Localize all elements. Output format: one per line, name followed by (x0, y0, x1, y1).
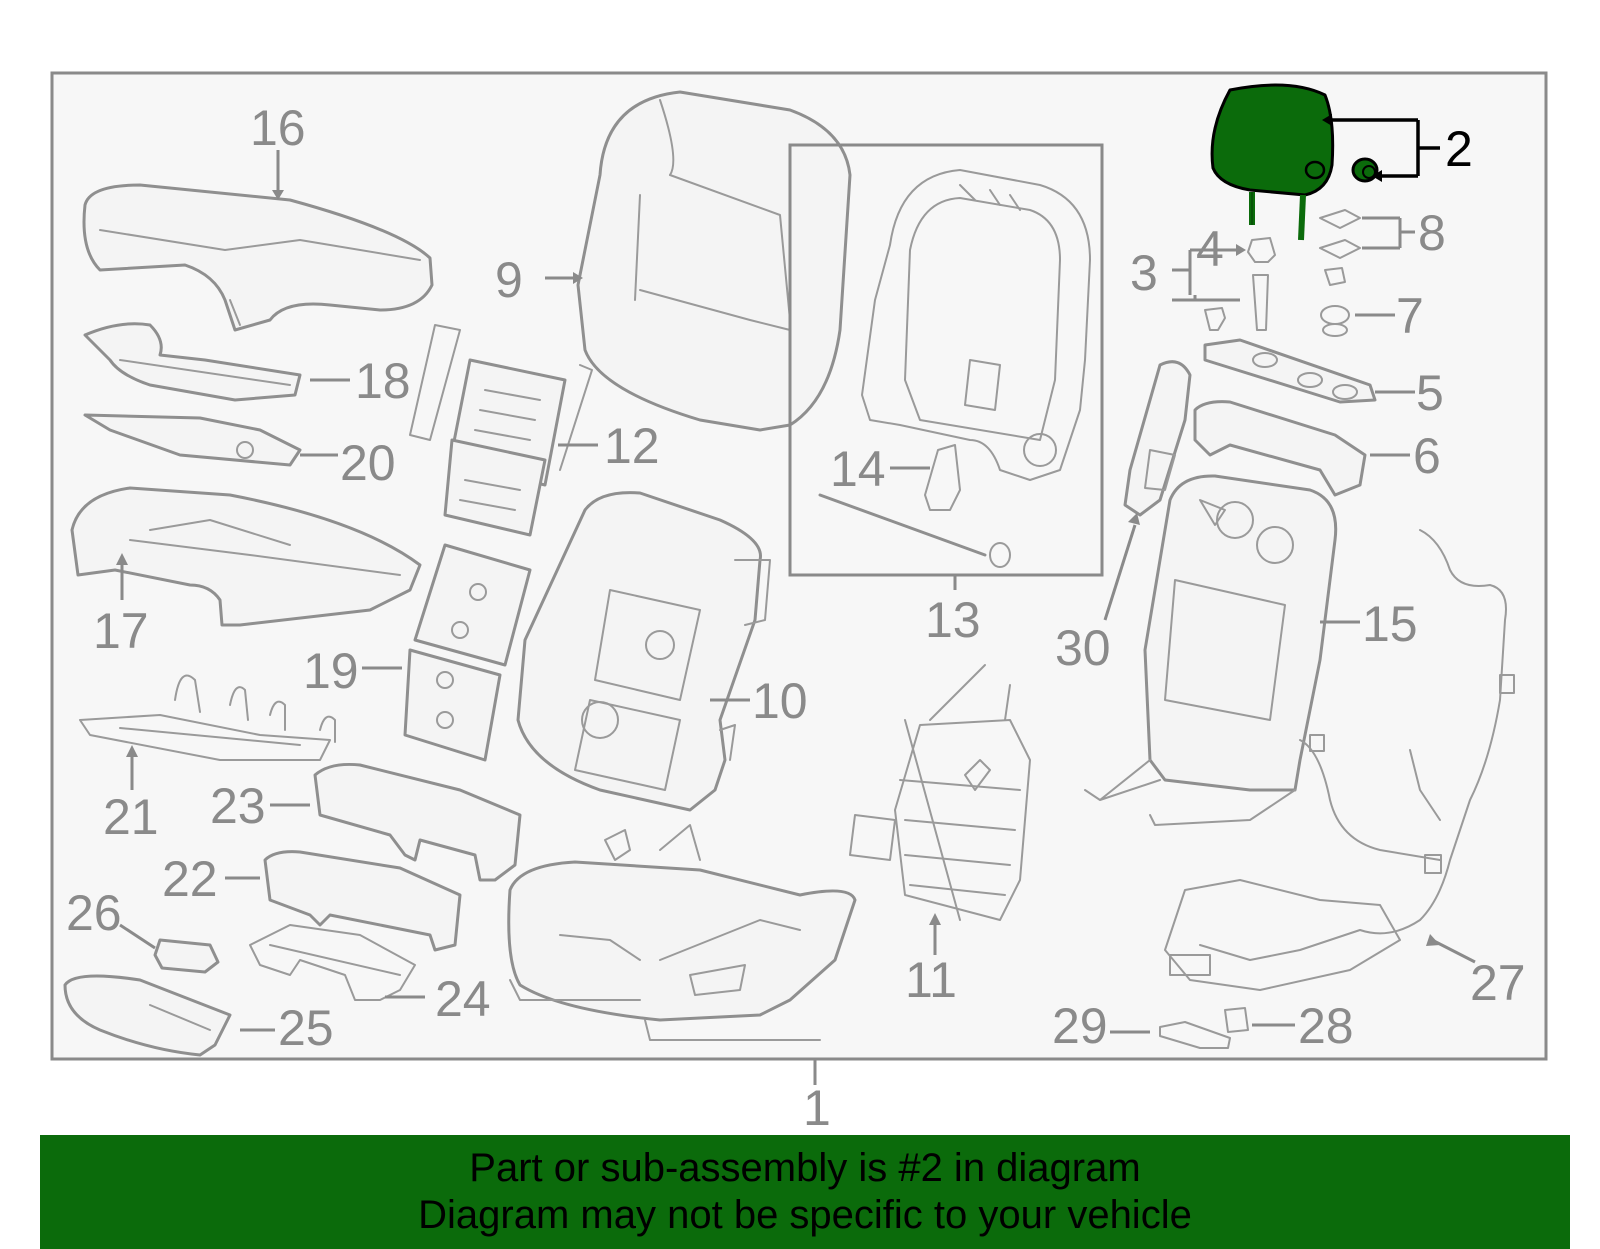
part-25-side-trim[interactable] (63, 974, 232, 1057)
part-19-pad[interactable] (403, 543, 532, 762)
seat-cushion-assembly[interactable] (507, 824, 857, 1041)
part-17-cushion-frame[interactable] (70, 486, 422, 627)
part-28-connector[interactable] (1224, 1007, 1249, 1033)
part-2-headrest-button[interactable] (1351, 157, 1379, 183)
callout-29: 29 (1052, 998, 1108, 1054)
callout-22: 22 (162, 851, 218, 907)
part-29-clip[interactable] (1159, 1021, 1231, 1049)
part-27-wiring-harness[interactable] (1164, 529, 1515, 991)
part-24-bracket[interactable] (249, 924, 416, 1001)
callout-25: 25 (278, 1000, 334, 1056)
part-3-guide-assembly[interactable] (1204, 274, 1269, 331)
callout-30: 30 (1055, 620, 1111, 676)
callout-18: 18 (355, 353, 411, 409)
callout-6: 6 (1413, 428, 1441, 484)
banner-line-1: Part or sub-assembly is #2 in diagram (469, 1146, 1141, 1190)
callout-3: 3 (1130, 245, 1158, 301)
callout-11: 11 (905, 952, 957, 1008)
callout-21: 21 (103, 789, 159, 845)
part-16-cushion-cover[interactable] (82, 183, 434, 332)
callout-26: 26 (66, 885, 122, 941)
part-14-actuator[interactable] (924, 444, 961, 511)
callout-27: 27 (1470, 955, 1526, 1011)
part-20-pad[interactable] (83, 413, 302, 467)
callout-12: 12 (604, 418, 660, 474)
callout-2: 2 (1445, 121, 1473, 177)
part-10-seatback-panel[interactable] (516, 491, 771, 812)
part-5-bezel[interactable] (1203, 338, 1377, 404)
part-7-bushing[interactable] (1320, 267, 1350, 337)
callout-16: 16 (250, 100, 306, 156)
info-banner: Part or sub-assembly is #2 in diagram Di… (40, 1135, 1570, 1249)
part-22-pad[interactable] (263, 850, 462, 952)
part-26-trim[interactable] (153, 938, 220, 974)
part-30-side-cover[interactable] (1123, 360, 1192, 517)
part-15-back-panel[interactable] (1084, 474, 1338, 826)
banner-line-2: Diagram may not be specific to your vehi… (418, 1193, 1192, 1237)
callout-19: 19 (303, 643, 359, 699)
part-4-guide-cap[interactable] (1247, 237, 1276, 263)
subassembly-13-box (788, 143, 1104, 577)
callout-24: 24 (435, 971, 491, 1027)
callout-8: 8 (1418, 205, 1446, 261)
part-13-seatback-frame[interactable] (861, 169, 1091, 481)
part-18-pad[interactable] (83, 322, 302, 402)
callout-20: 20 (340, 435, 396, 491)
callout-7: 7 (1396, 288, 1424, 344)
part-21-wire-frame[interactable] (79, 674, 336, 761)
callout-5: 5 (1416, 365, 1444, 421)
part-2-headrest[interactable] (1210, 83, 1335, 241)
part-8-escutcheon[interactable] (1319, 209, 1361, 259)
part-12-lumbar[interactable] (409, 324, 593, 537)
callout-1: 1 (803, 1080, 831, 1136)
callout-28: 28 (1298, 998, 1354, 1054)
callout-10: 10 (752, 673, 808, 729)
callout-14: 14 (830, 441, 886, 497)
part-23-pad[interactable] (313, 763, 522, 882)
callout-4: 4 (1196, 221, 1224, 277)
part-11-recliner[interactable] (849, 664, 1031, 921)
part-6-guide[interactable] (1193, 400, 1367, 497)
part-9-seatback-cover[interactable] (576, 90, 852, 432)
rod-and-washer[interactable] (818, 493, 1011, 568)
callout-23: 23 (210, 778, 266, 834)
callout-9: 9 (495, 252, 523, 308)
callout-13: 13 (925, 592, 981, 648)
callout-17: 17 (93, 603, 149, 659)
callout-15: 15 (1362, 596, 1418, 652)
